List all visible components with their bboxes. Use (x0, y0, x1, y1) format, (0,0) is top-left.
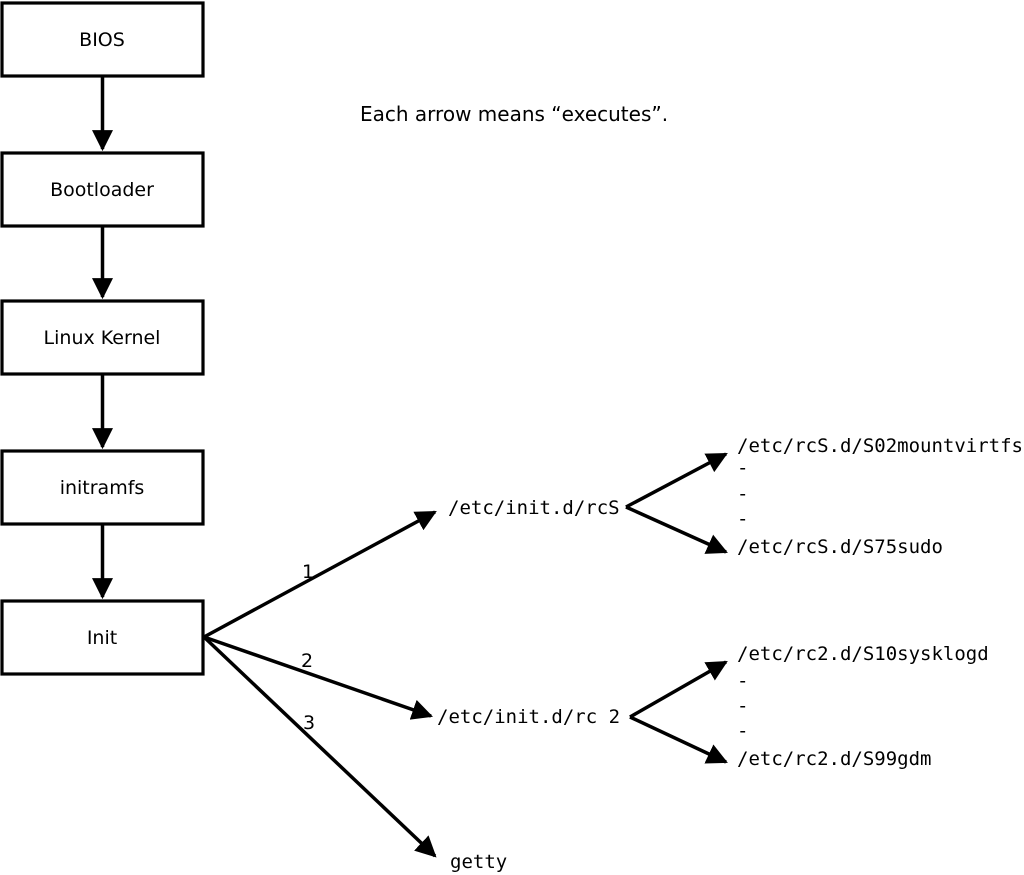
arrow-rcs-to-last-script (625, 505, 728, 554)
rc2-ellipsis-dash-3: - (737, 720, 748, 742)
getty-label: getty (450, 851, 507, 873)
rcs-ellipsis-dash-1: - (737, 457, 748, 479)
rcs-ellipsis-dash-3: - (737, 508, 748, 530)
branch-order-2: 2 (301, 650, 313, 672)
bios-label: BIOS (79, 29, 125, 51)
arrow-rcs-to-first-script (625, 452, 728, 509)
rc2-last-script-label: /etc/rc2.d/S99gdm (737, 748, 931, 770)
arrow-rc2-to-first-script (629, 660, 728, 719)
linux-kernel-label: Linux Kernel (44, 327, 161, 349)
arrow-rc2-to-last-script (629, 715, 728, 764)
rc2-ellipsis-dash-1: - (737, 670, 748, 692)
rc2-script-label: /etc/init.d/rc 2 (437, 706, 620, 728)
init-box (0, 599, 205, 676)
rcs-last-script-label: /etc/rcS.d/S75sudo (737, 536, 943, 558)
legend-note: Each arrow means “executes”. (360, 102, 668, 126)
arrow-init-to-rcs (203, 510, 437, 639)
rcs-ellipsis-dash-2: - (737, 483, 748, 505)
bootloader-box (0, 151, 205, 228)
rc2-first-script-label: /etc/rc2.d/S10sysklogd (737, 643, 989, 665)
init-label: Init (87, 627, 117, 649)
branch-order-1: 1 (302, 561, 314, 583)
initramfs-box (0, 449, 205, 526)
bootloader-label: Bootloader (50, 179, 154, 201)
rc2-ellipsis-dash-2: - (737, 695, 748, 717)
arrow-init-to-rc2 (203, 635, 433, 720)
initramfs-label: initramfs (60, 477, 145, 499)
arrow-init-to-getty (202, 635, 437, 858)
rcs-script-label: /etc/init.d/rcS (448, 497, 620, 519)
bios-box (0, 1, 205, 78)
branch-order-3: 3 (303, 712, 315, 734)
rcs-first-script-label: /etc/rcS.d/S02mountvirtfs (737, 435, 1023, 457)
linux-kernel-box (0, 299, 205, 376)
